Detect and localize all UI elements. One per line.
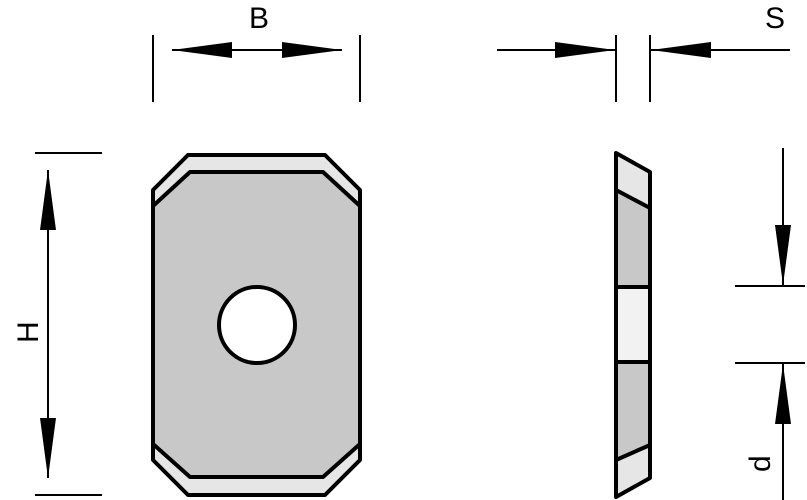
mounting-hole xyxy=(217,285,297,365)
side-view xyxy=(614,151,652,499)
dimension-d xyxy=(735,148,805,500)
dimension-s xyxy=(497,35,790,102)
label-d: d xyxy=(744,455,777,472)
side-lower-body xyxy=(614,360,652,462)
label-s: S xyxy=(765,2,785,35)
label-h: H xyxy=(12,321,45,343)
dimension-h xyxy=(35,152,102,496)
front-view xyxy=(151,153,362,497)
dimension-b xyxy=(152,35,361,102)
side-upper-body xyxy=(614,188,652,289)
label-b: B xyxy=(249,2,269,35)
side-bore xyxy=(614,285,652,364)
